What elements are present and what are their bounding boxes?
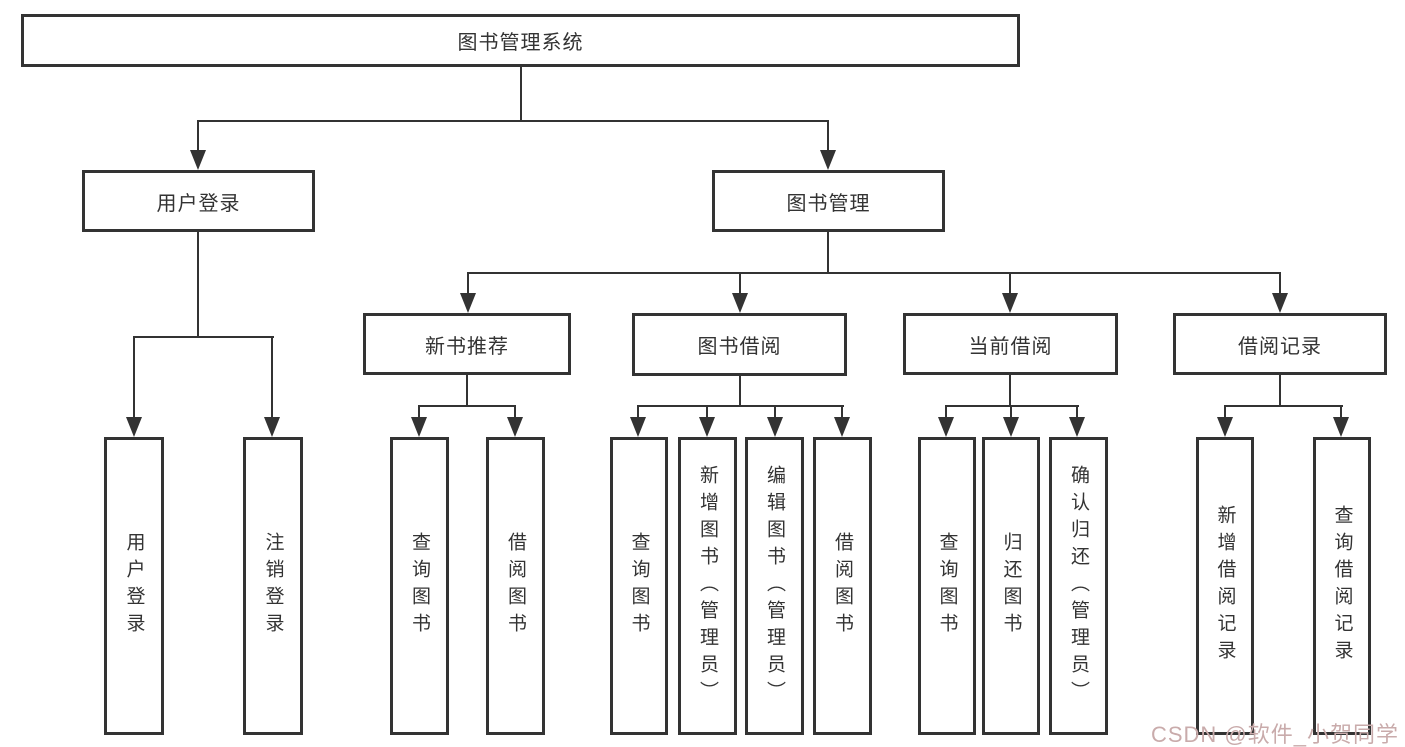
leaf-borrow-books-borrowing: 借阅图书	[813, 437, 872, 735]
leaf-user-login: 用户登录	[104, 437, 164, 735]
node-label: 图书管理	[786, 192, 871, 215]
connector-rail	[1224, 405, 1343, 407]
connector-stem	[739, 376, 741, 405]
connector-arrow-down	[1217, 405, 1233, 437]
connector-arrow-down	[190, 120, 206, 170]
connector-stem	[827, 232, 829, 272]
leaf-query-books-current: 查询图书	[918, 437, 976, 735]
watermark: CSDN @软件_小贺同学	[1150, 722, 1399, 747]
connector-arrow-down	[820, 120, 836, 170]
connector-rail	[637, 405, 844, 407]
leaf-query-borrow-record: 查询借阅记录	[1313, 437, 1371, 735]
node-book-management: 图书管理	[712, 170, 945, 232]
node-label: 图书管理系统	[457, 32, 584, 54]
connector-rail	[418, 405, 516, 407]
leaf-label: 借阅图书	[505, 532, 526, 640]
leaf-label: 查询图书	[628, 532, 650, 640]
connector-arrow-down	[1003, 405, 1019, 437]
leaf-label: 借阅图书	[832, 532, 853, 640]
leaf-confirm-return-admin: 确认归还（管理员）	[1049, 437, 1108, 735]
connector-stem	[1279, 375, 1281, 405]
leaf-query-books-recommend: 查询图书	[390, 437, 449, 735]
connector-arrow-down	[1069, 405, 1085, 437]
leaf-add-borrow-record: 新增借阅记录	[1196, 437, 1254, 735]
connector-arrow-down	[938, 405, 954, 437]
node-new-book-recommendation: 新书推荐	[363, 313, 571, 375]
node-borrowing-records: 借阅记录	[1173, 313, 1387, 375]
leaf-label: 确认归还（管理员）	[1068, 464, 1089, 708]
leaf-label: 编辑图书（管理员）	[764, 464, 785, 708]
connector-arrow-down	[507, 405, 523, 437]
leaf-label: 新增借阅记录	[1214, 505, 1236, 667]
leaf-label: 新增图书（管理员）	[697, 464, 718, 708]
leaf-label: 查询图书	[409, 532, 430, 640]
connector-arrow-down	[732, 272, 748, 313]
leaf-borrow-books-recommend: 借阅图书	[486, 437, 545, 735]
connector-arrow-down	[834, 405, 850, 437]
connector-arrow-down	[411, 405, 427, 437]
node-label: 用户登录	[156, 192, 241, 215]
leaf-query-books-borrowing: 查询图书	[610, 437, 668, 735]
connector-arrow-down	[699, 405, 715, 437]
node-book-borrowing: 图书借阅	[632, 313, 847, 376]
node-label: 借阅记录	[1238, 335, 1322, 358]
connector-rail	[197, 120, 829, 122]
node-current-borrowing: 当前借阅	[903, 313, 1118, 375]
connector-arrow-down	[460, 272, 476, 313]
leaf-logout-login: 注销登录	[243, 437, 303, 735]
leaf-label: 用户登录	[123, 532, 145, 640]
leaf-label: 查询借阅记录	[1331, 505, 1353, 667]
node-label: 当前借阅	[968, 335, 1053, 358]
leaf-label: 注销登录	[262, 532, 284, 640]
connector-stem	[466, 375, 468, 405]
connector-arrow-down	[1002, 272, 1018, 313]
node-label: 图书借阅	[697, 336, 782, 358]
connector-stem	[520, 66, 522, 120]
connector-arrow-down	[1272, 272, 1288, 313]
connector-arrow-down	[630, 405, 646, 437]
connector-arrow-down	[126, 336, 142, 437]
node-user-login: 用户登录	[82, 170, 315, 232]
connector-rail	[467, 272, 1281, 274]
connector-arrow-down	[767, 405, 783, 437]
connector-arrow-down	[1333, 405, 1349, 437]
leaf-add-books-admin: 新增图书（管理员）	[678, 437, 737, 735]
node-label: 新书推荐	[425, 335, 509, 358]
leaf-edit-books-admin: 编辑图书（管理员）	[745, 437, 804, 735]
node-library-management-system: 图书管理系统	[21, 14, 1020, 67]
connector-arrow-down	[264, 336, 280, 437]
connector-stem	[1009, 375, 1011, 405]
connector-rail	[945, 405, 1079, 407]
connector-stem	[197, 232, 199, 336]
leaf-label: 归还图书	[1000, 532, 1022, 640]
leaf-return-books: 归还图书	[982, 437, 1040, 735]
leaf-label: 查询图书	[936, 532, 958, 640]
connector-rail	[133, 336, 274, 338]
